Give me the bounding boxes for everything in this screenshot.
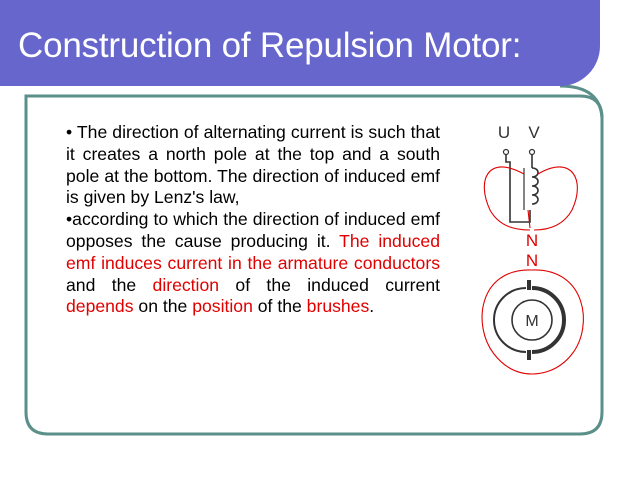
rotor-pole-label: N <box>526 251 538 270</box>
text-segment: . <box>369 296 375 317</box>
highlight-direction: direction <box>152 274 220 295</box>
highlight-brushes: brushes <box>306 296 370 317</box>
text-segment: and the <box>66 274 153 295</box>
text-segment: •according to which the direction of ind… <box>66 209 440 251</box>
paragraph-induced-emf: •according to which the direction of ind… <box>66 209 440 318</box>
text-segment: of the induced current <box>219 274 440 295</box>
rotor-flux-line <box>531 269 584 375</box>
stator-coil <box>531 167 539 205</box>
highlight-depends: depends <box>66 296 134 317</box>
slide-title: Construction of Repulsion Motor: <box>18 26 522 65</box>
highlight-position: position <box>192 296 253 317</box>
stator-lead-u <box>505 154 531 223</box>
stator-pole-label: N <box>526 231 538 250</box>
stator-flux-line <box>527 209 531 229</box>
text-segment: on the <box>133 296 193 317</box>
paragraph-lenz-law: • The direction of alternating current i… <box>66 122 440 208</box>
brush-arc <box>493 287 527 353</box>
armature-label: M <box>525 313 538 330</box>
brush-arc <box>531 286 566 354</box>
terminal-v <box>528 148 536 156</box>
stator-flux-line <box>533 166 578 231</box>
terminal-v-label: V <box>528 123 540 142</box>
title-bar: Construction of Repulsion Motor: <box>0 0 600 86</box>
terminal-u <box>502 148 510 156</box>
text-segment: of the <box>252 296 307 317</box>
terminal-u-label: U <box>498 123 510 142</box>
rotor-flux-line <box>481 269 533 375</box>
highlight-induced-current: The induced emf induces current in the a… <box>66 230 440 273</box>
armature <box>511 299 553 341</box>
repulsion-motor-diagram: U V N N M <box>481 123 584 375</box>
body-text: • The direction of alternating current i… <box>66 122 440 318</box>
frame-border-top-right <box>559 84 604 119</box>
stator-flux-line <box>483 166 531 231</box>
